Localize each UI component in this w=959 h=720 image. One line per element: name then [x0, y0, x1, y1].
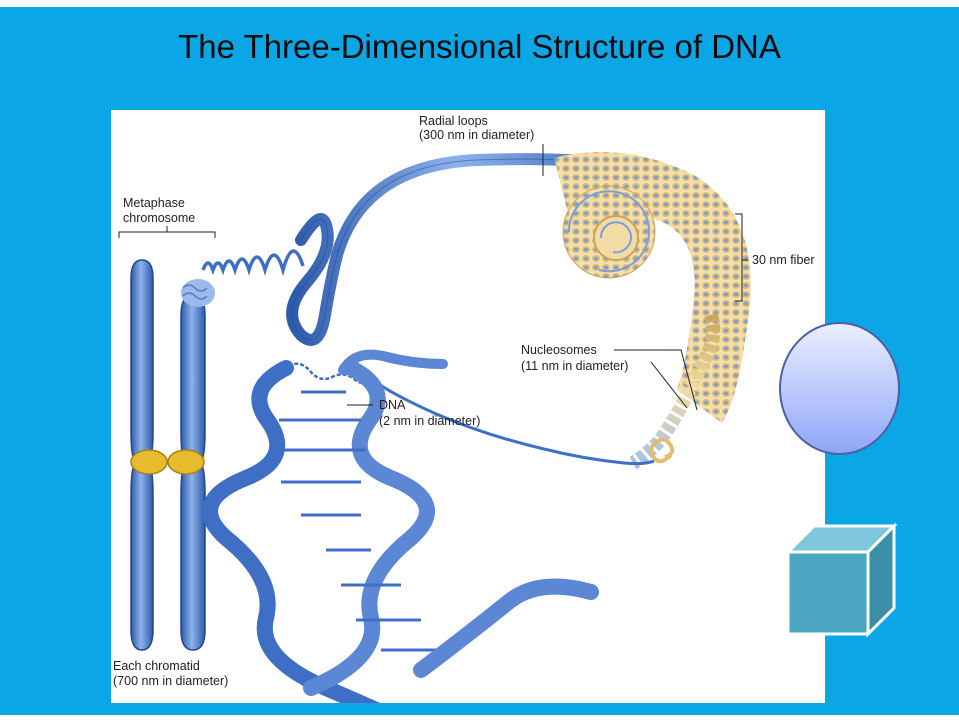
label-metaphase: Metaphase — [123, 196, 185, 211]
nucleosome-string — [286, 315, 713, 464]
centromere — [131, 450, 204, 474]
label-each-chromatid: Each chromatid — [113, 659, 200, 674]
diagram-artwork — [111, 110, 825, 703]
slide-border-top — [0, 0, 959, 7]
slide-title: The Three-Dimensional Structure of DNA — [0, 28, 959, 66]
circle-shape[interactable] — [779, 322, 900, 455]
label-nucleosomes-size: (11 nm in diameter) — [521, 359, 628, 374]
label-chromatid-size: (700 nm in diameter) — [113, 674, 228, 689]
label-radial-loops-size: (300 nm in diameter) — [419, 128, 534, 143]
dna-structure-diagram: Radial loops (300 nm in diameter) Metaph… — [111, 110, 825, 703]
label-nucleosomes: Nucleosomes — [521, 343, 597, 358]
chromatin-tuft — [181, 279, 215, 307]
label-chromosome: chromosome — [123, 211, 195, 226]
cube-shape[interactable] — [784, 522, 900, 638]
label-dna: DNA — [379, 398, 405, 413]
label-radial-loops: Radial loops — [419, 114, 488, 129]
slide-border-bottom — [0, 715, 959, 720]
label-dna-size: (2 nm in diameter) — [379, 414, 480, 429]
label-30nm-fiber: 30 nm fiber — [752, 253, 815, 268]
